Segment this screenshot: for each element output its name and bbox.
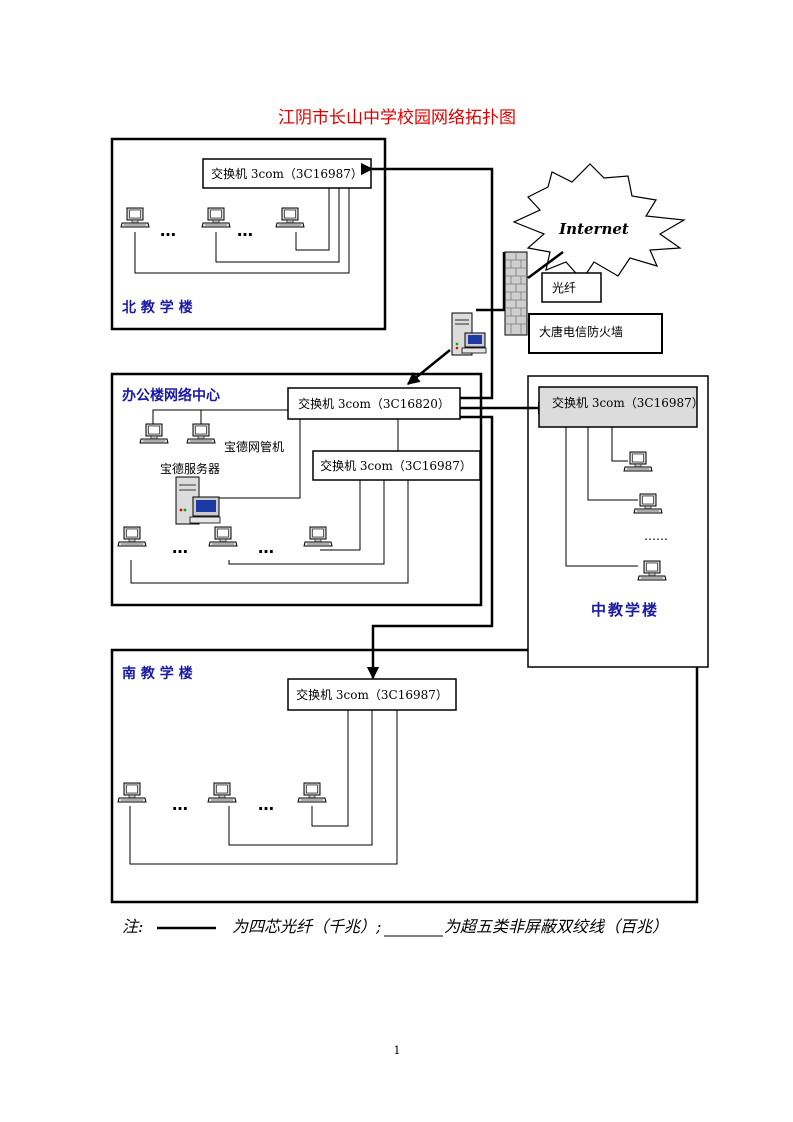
north-pc-3-computer-icon: [275, 207, 305, 228]
fiber-backbone: [360, 162, 551, 680]
south-switch-label: 交换机 3com（3C16987）: [296, 687, 448, 702]
south-wiring: [129, 710, 398, 865]
middle-switch-label: 交换机 3com（3C16987）: [552, 395, 704, 410]
internet-label: Internet: [558, 220, 629, 238]
north-ellipsis-2: …: [237, 221, 253, 240]
north-building-label: 北 教 学 楼: [122, 299, 193, 316]
north-switch-box: [202, 158, 372, 189]
firewall-label-box: [528, 313, 663, 354]
office-wiring: [130, 409, 409, 584]
office-building-box: [110, 372, 483, 607]
north-ellipsis-1: …: [160, 221, 176, 240]
firewall-label: 大唐电信防火墙: [539, 324, 623, 339]
middle-wiring: [565, 427, 638, 567]
office-ellipsis-2: …: [258, 538, 274, 557]
middle-building-label: 中教学楼: [591, 601, 659, 619]
server-icon: [175, 476, 221, 525]
south-pc-2-computer-icon: [207, 782, 237, 803]
south-switch-box: [287, 678, 457, 711]
mgmt-pc-computer-icon: [186, 423, 216, 444]
middle-pc-1-computer-icon: [623, 451, 653, 472]
office-sub-switch-label: 交换机 3com（3C16987）: [320, 458, 472, 473]
firewall-wall-icon: [504, 251, 528, 336]
fiber-label: 光纤: [552, 281, 576, 295]
office-building-label: 办公楼网络中心: [122, 387, 220, 404]
legend-utp-desc: 为超五类非屏蔽双绞线（百兆）: [444, 917, 668, 936]
south-ellipsis-1: …: [172, 795, 188, 814]
middle-pc-3-computer-icon: [637, 560, 667, 581]
south-pc-1-computer-icon: [117, 782, 147, 803]
legend-note: 注:: [122, 917, 143, 936]
fiber-label-box: [541, 272, 602, 303]
office-pc-3-computer-icon: [208, 526, 238, 547]
core-switch-label: 交换机 3com（3C16820）: [298, 396, 450, 411]
south-pc-3-computer-icon: [297, 782, 327, 803]
south-ellipsis-2: …: [258, 795, 274, 814]
north-wiring: [134, 188, 350, 274]
middle-pc-2-computer-icon: [633, 493, 663, 514]
mgmt-pc-label: 宝德网管机: [224, 439, 284, 454]
north-pc-1-computer-icon: [120, 207, 150, 228]
core-switch-box: [287, 387, 461, 420]
north-switch-label: 交换机 3com（3C16987）: [211, 166, 363, 181]
office-pc-4-computer-icon: [303, 526, 333, 547]
north-pc-2-computer-icon: [201, 207, 231, 228]
middle-building-box: [527, 375, 709, 668]
middle-ellipsis: ……: [644, 529, 668, 543]
server-label: 宝德服务器: [160, 461, 220, 476]
middle-switch-box: [538, 386, 698, 428]
office-ellipsis-1: …: [172, 538, 188, 557]
south-building-box: [110, 648, 699, 904]
north-building-box: [110, 137, 387, 331]
internet-cloud-icon: [512, 163, 686, 281]
gateway-server-icon: [451, 312, 487, 356]
diagram-title: 江阴市长山中学校园网络拓扑图: [278, 108, 516, 128]
page-number: 1: [394, 1044, 401, 1057]
legend-fiber-desc: 为四芯光纤（千兆）;: [232, 917, 381, 936]
office-sub-switch-box: [312, 450, 481, 481]
south-building-label: 南 教 学 楼: [122, 665, 193, 682]
internet-fiber-link: [527, 250, 564, 280]
office-pc-1-computer-icon: [139, 423, 169, 444]
office-pc-2-computer-icon: [117, 526, 147, 547]
